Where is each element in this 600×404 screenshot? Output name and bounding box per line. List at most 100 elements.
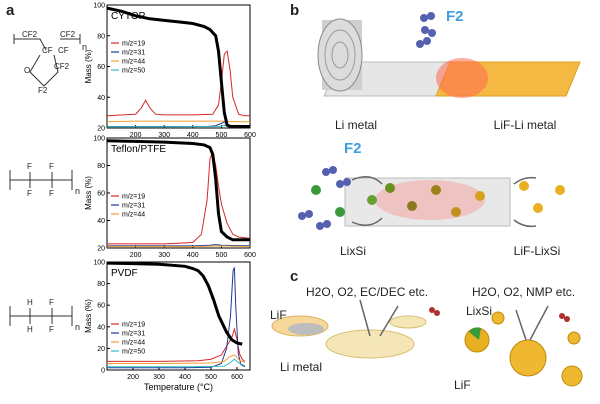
li-metal-label: Li metal (334, 118, 378, 132)
li-roll-end (317, 18, 363, 92)
lixsi-label: LixSi (339, 244, 366, 258)
x-tick-label: 400 (179, 374, 191, 381)
pvdf-h-top: H (27, 298, 33, 307)
lif-label-right: LiF (454, 378, 471, 392)
pvdf-n: n (75, 322, 81, 332)
x-tick-label: 500 (216, 132, 228, 139)
reaction-glow (436, 58, 488, 98)
f2-label-bottom: F2 (344, 140, 362, 157)
y-axis-label: Mass (%) (84, 176, 93, 210)
condition-left: H2O, O2, EC/DEC etc. (306, 285, 429, 299)
deflection-arrows-right (515, 305, 549, 341)
x-tick-label: 600 (244, 132, 256, 139)
y-tick-label: 100 (93, 3, 105, 10)
f2-label-top: F2 (446, 8, 464, 25)
x-tick-label: 400 (187, 132, 199, 139)
y-tick-label: 60 (97, 191, 105, 198)
y-axis-label: Mass (%) (84, 299, 93, 333)
ms-series-m/z=31 (107, 244, 251, 247)
ms-series-m/z=19 (106, 49, 250, 117)
f2-molecules-top (416, 12, 436, 48)
y-tick-label: 40 (97, 218, 105, 225)
cytop-structure (13, 34, 81, 87)
cytop-n: n (82, 42, 88, 52)
y-tick-label: 80 (97, 33, 105, 40)
ms-series-m/z=44 (107, 354, 245, 364)
li-disk (288, 323, 324, 335)
deflection-arrows-left (359, 299, 399, 337)
y-tick-label: 80 (97, 163, 105, 170)
ptfe-structure (9, 170, 73, 190)
x-tick-label: 400 (187, 252, 199, 259)
legend-label: m/z=19 (122, 322, 145, 329)
cytop-atom-cf2c: CF2 (54, 62, 70, 71)
x-tick-label: 500 (216, 252, 228, 259)
legend-label: m/z=50 (122, 68, 145, 75)
ptfe-n: n (75, 186, 81, 196)
legend-label: m/z=31 (122, 331, 145, 338)
cytop-atom-o: O (24, 66, 31, 75)
ms-series-m/z=44 (106, 120, 250, 123)
ms-series-m/z=50 (107, 358, 245, 368)
legend-label: m/z=50 (122, 349, 145, 356)
legend-label: m/z=31 (122, 203, 145, 210)
legend-label: m/z=31 (122, 50, 145, 57)
mass-loss-line (106, 261, 243, 346)
legend-label: m/z=19 (122, 194, 145, 201)
panel-label-c: c (290, 268, 299, 285)
x-axis-label: Temperature (°C) (144, 382, 213, 392)
pvdf-structure (9, 306, 73, 326)
lif-label-left: LiF (270, 308, 287, 322)
chart-title: Teflon/PTFE (111, 144, 166, 155)
x-tick-label: 600 (244, 252, 256, 259)
coated-disk (325, 329, 415, 359)
flow-arrows (351, 176, 537, 228)
y-tick-label: 60 (97, 303, 105, 310)
panel-label-b: b (290, 2, 300, 19)
lixsi-particles (311, 181, 565, 217)
ms-series-m/z=44 (107, 245, 251, 248)
y-tick-label: 0 (101, 368, 105, 375)
cytop-atom-cf2: CF (58, 46, 69, 55)
y-tick-label: 20 (97, 246, 105, 253)
x-tick-label: 300 (158, 132, 170, 139)
y-tick-label: 80 (97, 281, 105, 288)
mass-loss-line (106, 6, 250, 128)
ptfe-f-bottom-1: F (27, 189, 32, 198)
lixsi-label-c: LixSi (466, 304, 493, 318)
cytop-atom-f2: F2 (38, 86, 48, 95)
ptfe-f-top-1: F (27, 162, 32, 171)
legend-label: m/z=44 (122, 340, 145, 347)
ptfe-f-top-2: F (49, 162, 54, 171)
mass-loss-line (106, 139, 250, 242)
ms-series-m/z=19 (107, 327, 246, 362)
cytop-atom-cf2b: CF2 (60, 30, 76, 39)
small-disk (389, 315, 427, 329)
cytop-atom-cf2a: CF2 (22, 30, 38, 39)
legend-label: m/z=44 (122, 212, 145, 219)
chart-title: PVDF (111, 268, 138, 279)
x-tick-label: 200 (130, 132, 142, 139)
y-tick-label: 40 (97, 324, 105, 331)
x-tick-label: 500 (205, 374, 217, 381)
legend-label: m/z=19 (122, 41, 145, 48)
legend-label: m/z=44 (122, 59, 145, 66)
plot-frame (106, 137, 251, 249)
pvdf-f-bottom: F (49, 325, 54, 334)
f2-molecules-bottom (298, 166, 351, 230)
x-tick-label: 200 (127, 374, 139, 381)
x-tick-label: 300 (158, 252, 170, 259)
x-tick-label: 300 (153, 374, 165, 381)
panel-label-a: a (6, 2, 15, 19)
chart-title: CYTOP (111, 11, 146, 22)
x-tick-label: 600 (231, 374, 243, 381)
y-tick-label: 100 (93, 260, 105, 267)
condition-right: H2O, O2, NMP etc. (472, 285, 576, 299)
